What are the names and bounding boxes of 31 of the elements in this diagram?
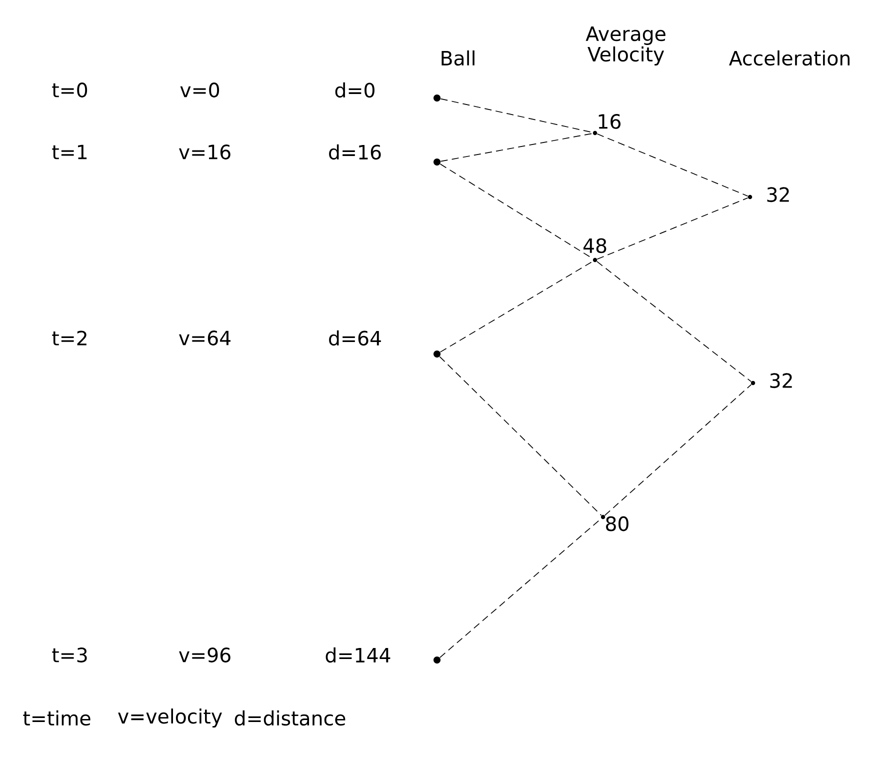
ball-dot	[434, 656, 441, 664]
node-label: 32	[767, 187, 789, 202]
dashed-line	[596, 197, 748, 260]
value-text: v=0	[180, 82, 220, 98]
value-text: v=96	[179, 648, 230, 662]
node-label: 32	[770, 373, 792, 388]
value-text: v=64	[179, 330, 230, 346]
key-text: t=time	[23, 710, 90, 726]
key-text: v=velocity	[118, 708, 222, 728]
node-label: 48	[583, 238, 606, 254]
ball-dot	[434, 94, 441, 102]
value-text: t=1	[52, 144, 87, 160]
node-label: 16	[598, 114, 620, 129]
dashed-line	[440, 133, 594, 162]
dashed-line	[440, 98, 594, 133]
dashed-line	[596, 134, 748, 197]
dashed-line	[440, 260, 594, 352]
dashed-line	[604, 384, 752, 516]
value-text: t=3	[52, 648, 87, 662]
ball-dot	[434, 350, 441, 358]
key-text: d=distance	[234, 710, 346, 726]
value-text: t=0	[52, 82, 88, 98]
node-label: 80	[606, 516, 628, 532]
value-text: d=16	[329, 144, 381, 160]
value-text: d=0	[335, 82, 374, 98]
value-text: t=2	[52, 330, 86, 346]
value-text: v=16	[179, 144, 230, 160]
column-heading: Acceleration	[729, 50, 850, 66]
ball-dot	[434, 158, 441, 166]
dashed-line	[439, 356, 602, 516]
dashed-line	[596, 261, 752, 382]
